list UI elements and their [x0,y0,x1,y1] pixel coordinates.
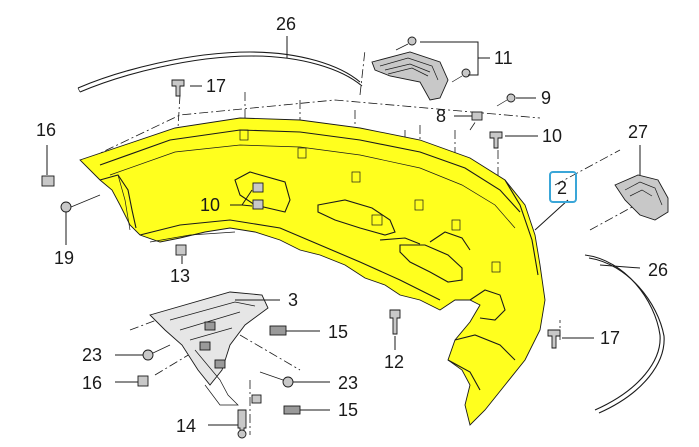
callout-16-bottom: 16 [82,373,102,393]
upper-molding-strip [77,51,363,93]
callout-15-bottom: 15 [338,400,358,420]
pad-15-top [269,325,287,336]
callout-23-left: 23 [82,345,102,365]
clip-12 [389,309,401,335]
screw-23-right [259,371,294,388]
callout-26-top: 26 [276,14,296,34]
callout-13: 13 [170,266,190,286]
screw-23-left [142,344,171,361]
leader-lines [46,36,641,426]
fasteners [41,36,561,439]
clip-13 [175,244,187,256]
callout-10-left: 10 [200,195,220,215]
callout-11: 11 [494,48,513,68]
callout-15-top: 15 [328,322,348,342]
callout-27: 27 [628,122,648,142]
callout-26-right: 26 [648,260,668,280]
nut-16-top [41,175,55,187]
callout-10-right: 10 [542,126,562,146]
side-reflector [614,174,669,221]
bumper-cover [79,117,546,426]
screw-9 [496,93,516,107]
part-2-highlight-box [549,171,577,203]
callout-16-top: 16 [36,120,56,140]
reflector-lamp-top [371,51,449,101]
clip-8 [471,111,483,121]
callout-12: 12 [384,352,404,372]
side-molding-strip [584,254,665,414]
callout-9: 9 [541,88,551,108]
callout-2: 2 [557,178,567,198]
clip-17-right [547,329,561,349]
lower-bracket [149,291,269,406]
nut-small-bottom [251,394,262,404]
screw-19 [60,194,101,213]
callout-14: 14 [176,416,196,436]
callout-17-top: 17 [206,76,226,96]
callout-19: 19 [54,248,74,268]
callout-23-right: 23 [338,373,358,393]
nut-16-bottom [137,375,149,387]
clip-10-right [489,131,503,149]
callout-17-right: 17 [600,328,620,348]
clip-17-top [171,79,185,97]
callout-8: 8 [436,106,446,126]
bumper-cover-body [79,117,546,426]
callout-3: 3 [288,290,298,310]
pad-15-bottom [283,405,301,415]
bolt-14 [237,409,247,439]
callout-labels: 26 11 17 9 8 16 10 27 2 10 19 13 26 3 15… [36,14,668,436]
